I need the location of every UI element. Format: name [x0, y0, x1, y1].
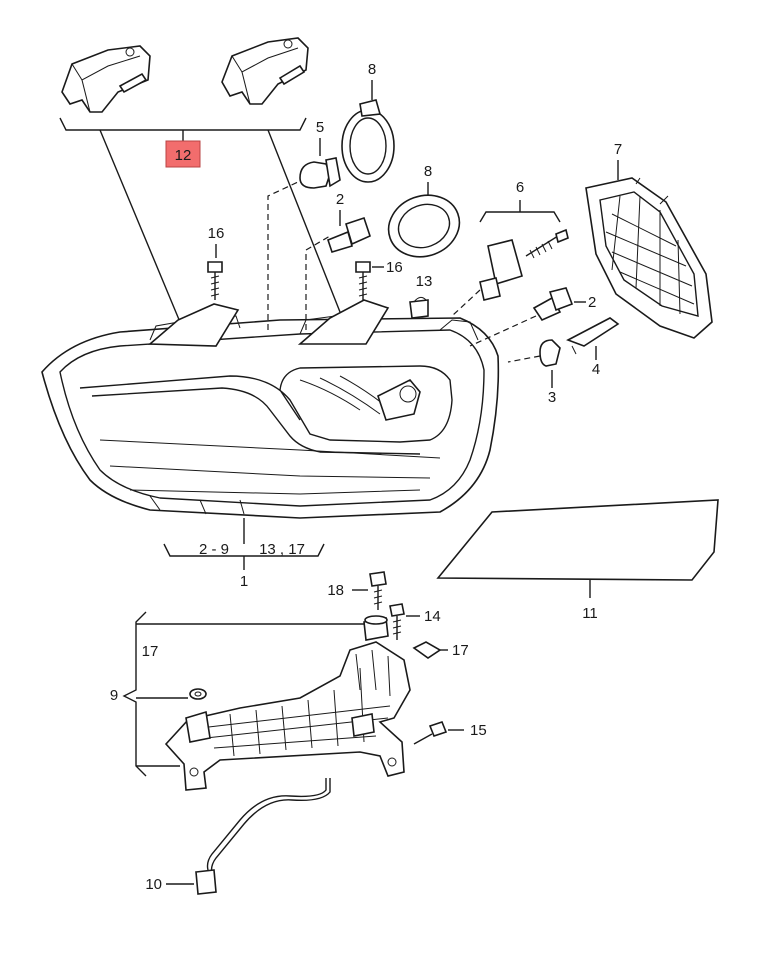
callout-18: 18: [327, 582, 344, 599]
screw-16-right: [355, 261, 371, 300]
group-bracket-6: [479, 211, 561, 223]
callout-11: 11: [582, 605, 598, 622]
group-range-label: 2 - 9: [199, 541, 229, 558]
callout-7: 7: [614, 141, 622, 158]
cover-7: [585, 177, 713, 339]
callout-16-left: 16: [208, 225, 225, 242]
bulb-5: [299, 157, 341, 189]
clip-13: [409, 296, 429, 319]
clip-17: [412, 641, 442, 659]
bulb-2-lower: [469, 287, 574, 347]
washer: [189, 688, 207, 700]
callout-15: 15: [470, 722, 487, 739]
callout-13: 13: [416, 273, 433, 290]
group-extra-label: 13 , 17: [259, 541, 305, 558]
mounting-bracket-right: [221, 37, 309, 105]
bulb-3: [507, 339, 561, 367]
callout-4: 4: [592, 361, 600, 378]
callout-10: 10: [145, 876, 162, 893]
bulb-2-upper: [327, 216, 371, 253]
callout-1: 1: [240, 573, 248, 590]
group-bracket-12: [59, 117, 307, 131]
clip-4: [566, 317, 620, 355]
callout-8-lower: 8: [424, 163, 432, 180]
callout-2-upper: 2: [336, 191, 344, 208]
screw-18: [369, 571, 387, 610]
screw-14: [389, 603, 405, 640]
highlight-box-12: [165, 140, 201, 168]
bushing: [363, 615, 389, 641]
retaining-ring-8-lower: [387, 194, 461, 258]
callout-5: 5: [316, 119, 324, 136]
callout-9: 9: [110, 687, 118, 704]
callout-3: 3: [548, 389, 556, 406]
headlight-housing: [41, 313, 500, 519]
callout-6: 6: [516, 179, 524, 196]
callout-17-left: 17: [142, 643, 159, 660]
screw-15: [413, 721, 448, 745]
control-module-6: [451, 239, 523, 317]
screw-16-left: [207, 261, 223, 300]
cable-10: [195, 778, 331, 895]
retaining-ring-8-upper: [341, 99, 395, 183]
callout-2-lower: 2: [588, 294, 596, 311]
callout-17-right: 17: [452, 642, 469, 659]
callout-14: 14: [424, 608, 441, 625]
callout-16-right: 16: [386, 259, 403, 276]
lower-bracket: [164, 641, 411, 791]
lens-11: [436, 499, 719, 581]
screw-6: [525, 228, 569, 259]
mounting-bracket-left: [61, 45, 151, 113]
group-bracket-9: [122, 611, 147, 777]
callout-12: 12: [175, 147, 192, 164]
callout-8-upper: 8: [368, 61, 376, 78]
